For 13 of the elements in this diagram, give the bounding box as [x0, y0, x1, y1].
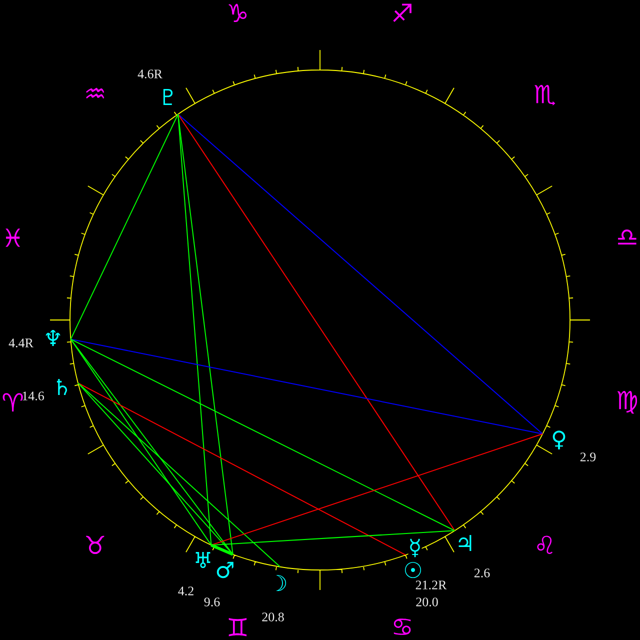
degree-label: 20.0: [416, 598, 438, 606]
degree-label: 4.4R: [8, 338, 34, 348]
zodiac-sign: ♊: [228, 618, 247, 636]
zodiac-sign: ♑: [228, 4, 247, 22]
degree-label: 14.6: [22, 392, 44, 400]
zodiac-sign: ♎: [618, 230, 636, 245]
zodiac-sign: ♓: [6, 228, 20, 247]
degree-label: 20.8: [262, 612, 284, 622]
zodiac-sign: ♍: [617, 390, 638, 414]
zodiac-sign: ♋: [394, 618, 411, 635]
zodiac-sign: ♈: [2, 393, 23, 412]
zodiac-sign: ♐: [393, 4, 412, 22]
degree-label: 9.6: [204, 598, 220, 606]
